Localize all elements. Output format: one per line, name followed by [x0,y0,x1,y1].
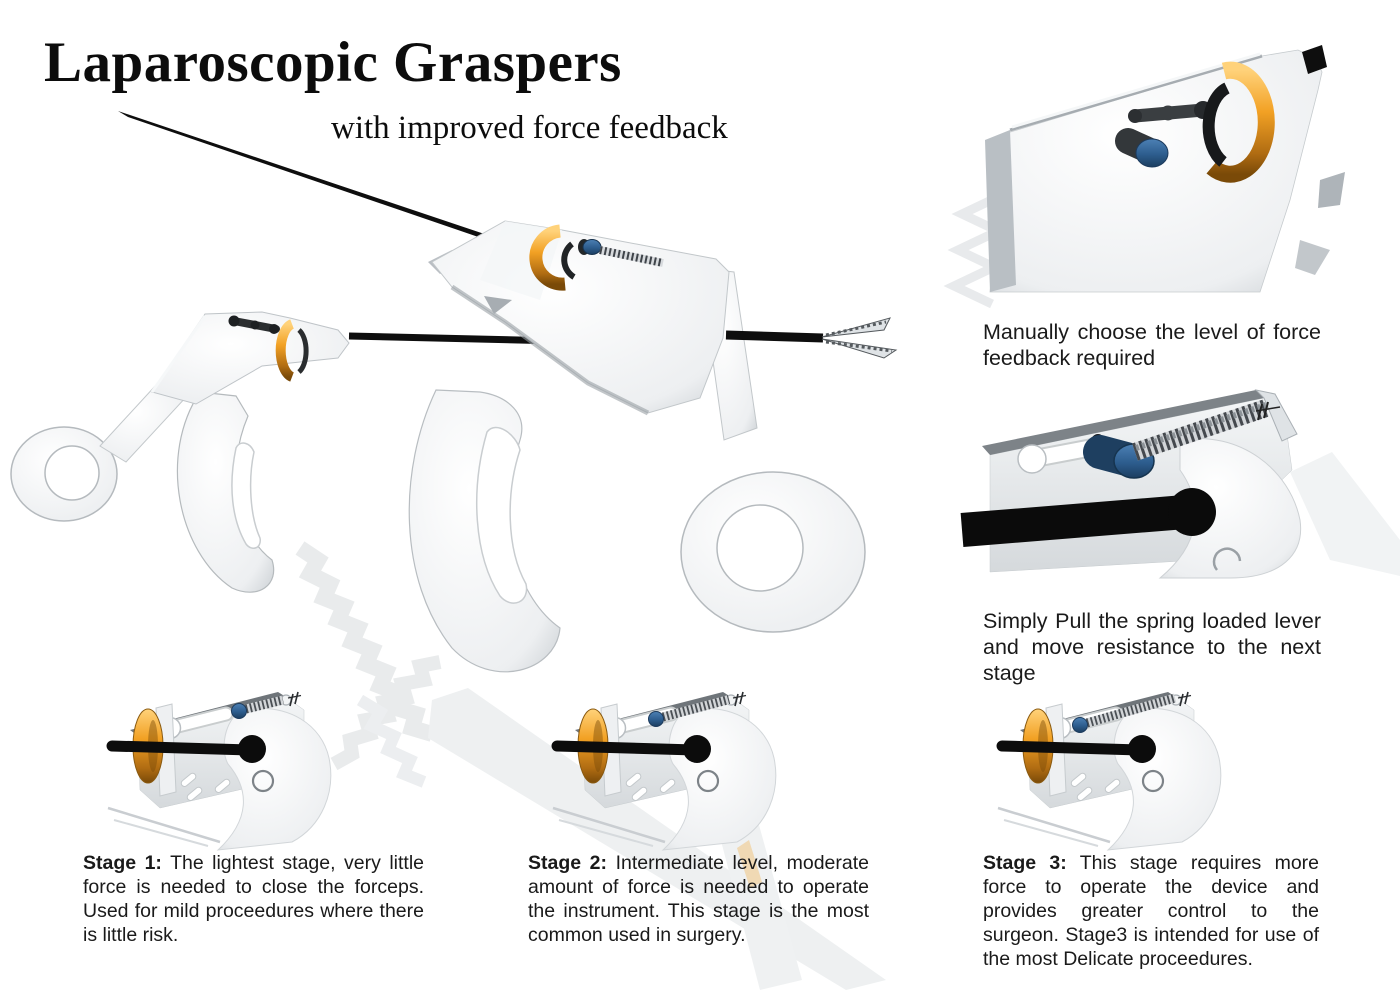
stage-1-mechanism [108,692,331,850]
stage-1-caption: Stage 1: The lightest stage, very little… [83,852,424,948]
lever-callout: Simply Pull the spring loaded lever and … [983,608,1321,685]
poster-subtitle: with improved force feedback [331,110,728,146]
stage-1-pin [231,703,247,719]
stage-3-label: Stage 3: [983,852,1067,874]
stage-3-text: This stage requires more force to operat… [983,852,1320,970]
stage-3-mechanism [998,692,1221,850]
stage-2-pin [648,711,664,727]
instrument-shaft-and-jaws [725,317,898,359]
stage-2-caption: Stage 2: Intermediate level, moderate am… [528,852,869,948]
instrument-shaft-left [348,332,561,345]
main-grasper-illustration [408,220,866,673]
force-selector-closeup [985,45,1345,293]
spring-lever-closeup [960,389,1302,579]
stage-3-caption: Stage 3: This stage requires more force … [983,852,1319,972]
stage-1-label: Stage 1: [83,852,162,874]
secondary-grasper-illustration [10,311,350,593]
stage-2-mechanism [553,692,776,850]
stage-3-pin [1072,717,1088,733]
poster-title: Laparoscopic Graspers [44,31,622,94]
title-pointer-shaft [118,111,563,266]
stage-2-label: Stage 2: [528,852,608,874]
selector-callout: Manually choose the level of force feedb… [983,319,1321,370]
stage-1-text: The lightest stage, very little force is… [83,852,424,946]
stage-2-text: Intermediate level, moderate amount of f… [528,852,869,946]
